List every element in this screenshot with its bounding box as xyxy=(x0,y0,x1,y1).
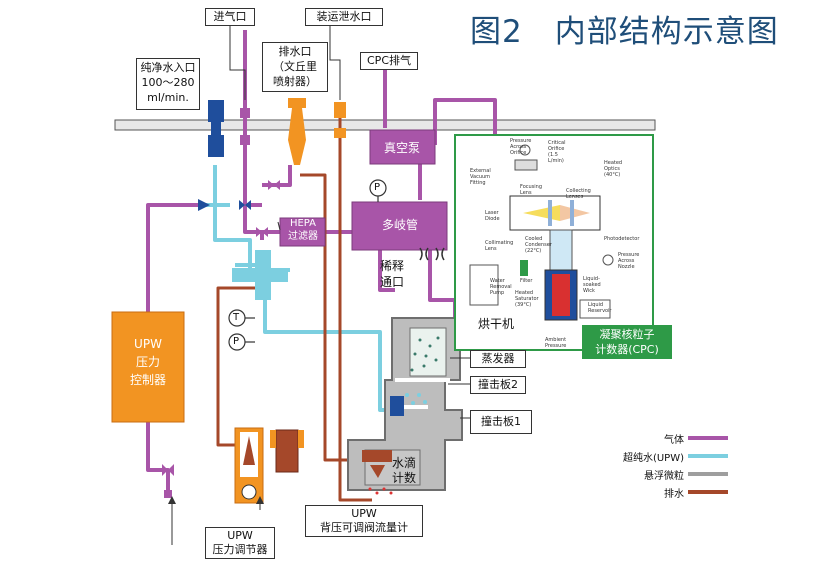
cpc-label-reservoir: Liquid Reservoir xyxy=(588,302,612,314)
label-impactor2: 撞击板2 xyxy=(470,376,526,394)
legend-lines xyxy=(688,436,728,494)
cpc-label-cooled-condenser: Cooled Condenser (22°C) xyxy=(525,236,552,254)
cpc-label-wick: Liquid-soaked Wick xyxy=(583,276,601,294)
cpc-label-pressure-orifice: Pressure Across Orifice xyxy=(510,138,532,156)
label-droplet-counter: 水滴 计数 xyxy=(392,456,417,485)
cpc-label-water-removal-pump: Water Removal Pump xyxy=(490,278,512,296)
gauge-label-t: T xyxy=(233,312,240,323)
inlet-valve xyxy=(208,100,224,157)
cpc-label-collecting-lenses: Collecting Lenses xyxy=(566,188,591,200)
cpc-label-laser-diode: Laser Diode xyxy=(485,210,500,222)
cpc-panel xyxy=(454,134,672,359)
label-cpc: 凝聚核粒子 计数器(CPC) xyxy=(595,328,659,356)
legend-label-aerosol: 悬浮微粒 xyxy=(644,471,684,482)
label-transport-drain: 装运泄水口 xyxy=(305,8,383,26)
small-valves xyxy=(162,180,280,498)
label-evaporator: 蒸发器 xyxy=(470,350,526,368)
label-air-inlet: 进气口 xyxy=(205,8,255,26)
transport-drain-valve-lower xyxy=(334,128,346,138)
cpc-label-external-vacuum: External Vacuum Fitting xyxy=(470,168,491,186)
flowmeter xyxy=(234,427,304,504)
cpc-label-heated-saturator: Heated Saturator (39°C) xyxy=(515,290,539,308)
legend-label-drain: 排水 xyxy=(664,489,684,500)
cpc-label-filter: Filter xyxy=(520,278,533,284)
cpc-label-photodetector: Photodetector xyxy=(604,236,640,242)
label-dilution-port: 稀释 通口 xyxy=(380,259,405,289)
gauge-label-p: P xyxy=(233,336,240,347)
vacuum-pump-box xyxy=(369,129,436,165)
legend-label-gas: 气体 xyxy=(664,435,684,446)
label-upw-regulator: UPW 压力调节器 xyxy=(205,527,275,559)
cpc-label-focusing-lens: Focusing Lens xyxy=(520,184,543,196)
dilution-port-marks xyxy=(419,247,445,261)
label-pure-water-inlet: 纯净水入口 100～280 ml/min. xyxy=(136,58,200,110)
label-upw-controller: UPW 压力 控制器 xyxy=(129,337,166,387)
label-cpc-exhaust: CPC排气 xyxy=(360,52,418,70)
particles xyxy=(368,336,440,495)
aerosol-column xyxy=(347,317,463,491)
upw-splitter xyxy=(232,250,288,300)
transport-drain-valve xyxy=(334,102,346,118)
leader-arrows xyxy=(168,496,264,504)
venturi-ejector xyxy=(288,98,306,165)
cpc-label-collimating-lens: Collimating Lens xyxy=(485,240,514,252)
label-flowmeter: UPW 背压可调阀流量计 xyxy=(305,505,423,537)
label-drain: 排水口 （文丘里 喷射器） xyxy=(262,42,328,92)
label-vacuum-pump: 真空泵 xyxy=(384,141,421,155)
cpc-label-ambient-pressure: Ambient Pressure xyxy=(545,337,567,349)
upw-controller-box xyxy=(111,311,185,423)
page-title: 图2 内部结构示意图 xyxy=(470,14,779,50)
gauges xyxy=(228,179,387,351)
cpc-label-pressure-nozzle: Pressure Across Nozzle xyxy=(618,252,640,270)
cpc-label-heated-optics: Heated Optics (40°C) xyxy=(604,160,623,178)
leader-lines xyxy=(171,24,470,545)
label-manifold: 多岐管 xyxy=(382,218,419,232)
air-inlet-valve xyxy=(240,108,250,145)
manifold-box xyxy=(351,201,448,251)
hepa-filter-box xyxy=(279,217,326,247)
legend-label-upw: 超纯水(UPW) xyxy=(622,453,684,464)
label-dryer: 烘干机 xyxy=(478,317,515,331)
label-hepa-filter: HEPA 过滤器 xyxy=(288,218,318,242)
cpc-label-critical-orifice: Critical Orifice (1.5 L/min) xyxy=(548,140,566,164)
label-impactor1: 撞击板1 xyxy=(470,410,532,434)
gauge-label-p-top: P xyxy=(374,182,381,193)
